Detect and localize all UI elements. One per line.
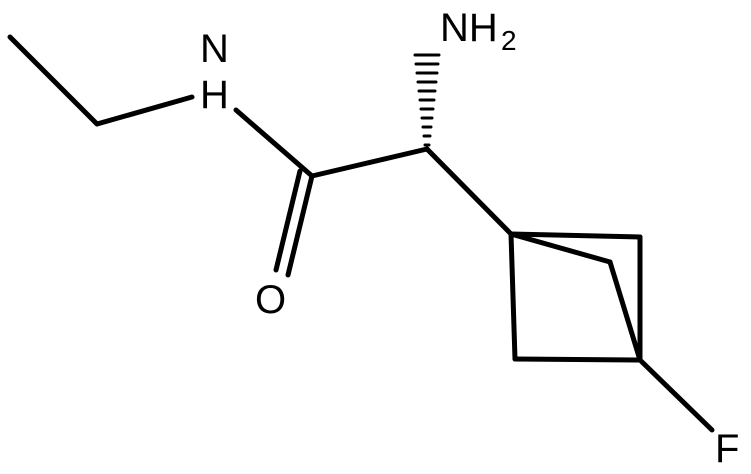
bond-n-carbonyl xyxy=(233,107,315,179)
bond-carbonyl-oxygen-1 xyxy=(285,173,315,278)
bond-alpha-bridgehead xyxy=(424,146,514,237)
bond-cage-bottom xyxy=(512,356,643,363)
atom-label-f: F xyxy=(715,427,739,471)
bond-cage-fluorine xyxy=(637,357,715,433)
bond-cage-bridge-a xyxy=(508,231,613,265)
bond-carbonyl-alpha xyxy=(309,146,430,179)
bond-cage-left xyxy=(508,231,518,362)
hashed-wedge-bond xyxy=(413,53,441,147)
bond-ch2-n xyxy=(94,94,195,127)
bond-ch3-ch2 xyxy=(7,34,100,127)
atom-label-o: O xyxy=(255,278,286,322)
atom-label-n: N xyxy=(200,27,229,71)
atom-label-nh: NH xyxy=(440,6,498,50)
bond-cage-top xyxy=(508,231,643,240)
bond-cage-bridge-b xyxy=(607,259,643,363)
atom-label-h: H xyxy=(200,73,229,117)
atom-label-subscript-2: 2 xyxy=(501,25,517,56)
bond-carbonyl-oxygen-2 xyxy=(273,168,303,273)
